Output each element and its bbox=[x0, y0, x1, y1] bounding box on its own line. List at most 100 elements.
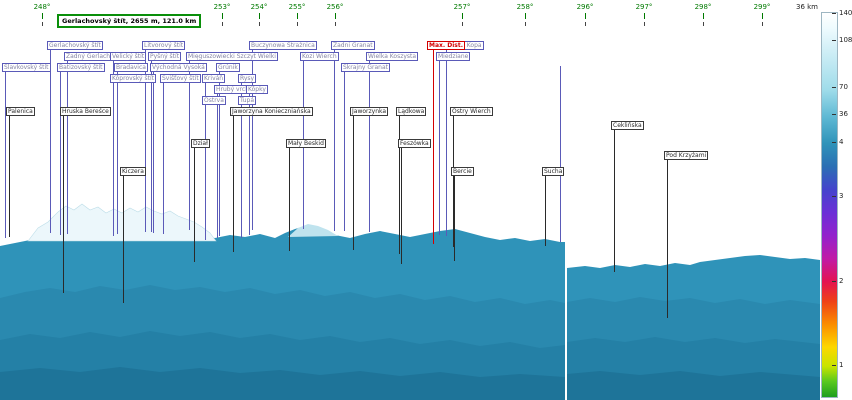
peak-label[interactable]: Lądkowa bbox=[396, 107, 427, 116]
peak-label[interactable]: Pyšný štít bbox=[148, 52, 182, 61]
peak-label[interactable]: Jaworzyna Konieczniańska bbox=[230, 107, 313, 116]
colorbar-tickmark bbox=[832, 87, 836, 88]
colorbar-tick-label: 2 bbox=[839, 277, 844, 285]
peak-label[interactable]: Kôprovský štít bbox=[110, 74, 157, 83]
bearing-label: 296° bbox=[576, 3, 594, 11]
peak-label[interactable]: Bercie bbox=[451, 167, 474, 176]
bearing-tick bbox=[222, 13, 223, 19]
colorbar-tick-label: 70 bbox=[839, 83, 848, 91]
peak-leader-line bbox=[401, 147, 402, 264]
bearing-tick-minor bbox=[644, 22, 645, 26]
peak-label[interactable]: Rysy bbox=[238, 74, 257, 83]
bearing-label: 298° bbox=[694, 3, 712, 11]
peak-label[interactable]: Sucha bbox=[542, 167, 565, 176]
peak-label[interactable]: Wielka Koszysta bbox=[366, 52, 419, 61]
peak-leader-line bbox=[145, 49, 146, 232]
peak-label[interactable]: Hruska Bereśce bbox=[60, 107, 111, 116]
bearing-tick-minor bbox=[297, 22, 298, 26]
peak-label[interactable]: Kozi Wierch bbox=[300, 52, 339, 61]
peak-label[interactable]: Velický štít bbox=[110, 52, 147, 61]
peak-label[interactable]: Dział bbox=[191, 139, 210, 148]
peak-label[interactable]: Pod Krzyżami bbox=[664, 151, 709, 160]
peak-leader-line bbox=[219, 71, 220, 236]
peak-label[interactable]: Miedziane bbox=[436, 52, 471, 61]
peak-leader-line bbox=[194, 147, 195, 262]
peak-leader-line bbox=[614, 129, 615, 272]
colorbar-tick-label: 1 bbox=[839, 361, 844, 369]
peak-label[interactable]: Buczynowa Strażnica bbox=[249, 41, 317, 50]
peak-leader-line bbox=[249, 93, 250, 235]
peak-label[interactable]: Max. Dist. bbox=[427, 41, 466, 50]
peak-leader-line bbox=[117, 71, 118, 234]
peak-leader-line bbox=[113, 82, 114, 236]
colorbar-tick-label: 3 bbox=[839, 192, 844, 200]
colorbar-tickmark bbox=[832, 365, 836, 366]
bearing-tick-minor bbox=[762, 22, 763, 26]
colorbar-tick-label: 36 bbox=[839, 110, 848, 118]
bearing-tick bbox=[42, 13, 43, 19]
peak-label[interactable]: Ostry Wierch bbox=[450, 107, 493, 116]
bearing-tick-minor bbox=[525, 22, 526, 26]
colorbar-tick-label: 108 bbox=[839, 36, 852, 44]
bearing-tick-minor bbox=[335, 22, 336, 26]
peak-label[interactable]: Slavkovský štít bbox=[2, 63, 51, 72]
peak-label[interactable]: Kiczera bbox=[120, 167, 146, 176]
peak-leader-line bbox=[439, 60, 440, 235]
colorbar-tickmark bbox=[832, 13, 836, 14]
peak-leader-line bbox=[433, 49, 434, 244]
colorbar-tickmark bbox=[832, 142, 836, 143]
bearing-label: 256° bbox=[326, 3, 344, 11]
peak-leader-line bbox=[545, 175, 546, 246]
peak-leader-line bbox=[163, 82, 164, 234]
bearing-tick-minor bbox=[259, 22, 260, 26]
peak-label[interactable]: Skrajny Granat bbox=[341, 63, 390, 72]
peak-label[interactable]: Mały Beskid bbox=[286, 139, 326, 148]
bearing-tick bbox=[585, 13, 586, 19]
peak-label[interactable]: Palenica bbox=[6, 107, 35, 116]
bearing-label: 257° bbox=[453, 3, 471, 11]
peak-label[interactable]: Litvorový štít bbox=[142, 41, 186, 50]
peak-label[interactable]: Feszówka bbox=[398, 139, 431, 148]
peak-label[interactable]: Východná Vysoká bbox=[150, 63, 207, 72]
bearing-label: 255° bbox=[288, 3, 306, 11]
bearing-tick bbox=[462, 13, 463, 19]
peak-label[interactable]: Gerlachovský štít bbox=[47, 41, 103, 50]
peak-leader-line bbox=[217, 93, 218, 238]
peak-leader-line bbox=[50, 49, 51, 233]
peak-leader-line bbox=[153, 71, 154, 233]
peak-label[interactable]: Cekliňska bbox=[611, 121, 644, 130]
peak-leader-line bbox=[151, 60, 152, 232]
bearing-tick-minor bbox=[585, 22, 586, 26]
peak-label[interactable]: Bradavica bbox=[114, 63, 148, 72]
peak-label[interactable]: Kriváň bbox=[202, 74, 226, 83]
peak-leader-line bbox=[5, 71, 6, 238]
peak-label[interactable]: Svišťový štít bbox=[160, 74, 201, 83]
colorbar-unit-label: 36 km bbox=[796, 3, 819, 11]
bearing-label: 248° bbox=[33, 3, 51, 11]
bearing-label: 253° bbox=[213, 3, 231, 11]
bearing-label: 297° bbox=[635, 3, 653, 11]
bearing-tick bbox=[335, 13, 336, 19]
bearing-tick bbox=[644, 13, 645, 19]
peak-leader-line bbox=[454, 175, 455, 261]
bearing-label: 299° bbox=[753, 3, 771, 11]
colorbar-tickmark bbox=[832, 196, 836, 197]
peak-leader-line bbox=[344, 71, 345, 231]
peak-leader-line bbox=[233, 115, 234, 252]
peak-label[interactable]: Kôpky bbox=[246, 85, 268, 94]
peak-label[interactable]: Jaworzynka bbox=[350, 107, 389, 116]
peak-label[interactable]: Grúnik bbox=[216, 63, 240, 72]
peak-label[interactable]: Zadný Gerlach bbox=[64, 52, 113, 61]
peak-leader-line bbox=[453, 115, 454, 247]
peak-leader-line bbox=[67, 60, 68, 234]
peak-leader-line bbox=[334, 49, 335, 231]
peak-label[interactable]: Ostrva bbox=[202, 96, 226, 105]
selected-peak-info-box[interactable]: Gerlachovský štít, 2655 m, 121.0 km bbox=[57, 14, 202, 28]
peak-label[interactable]: Batizovský štít bbox=[57, 63, 105, 72]
peak-label[interactable]: Mięguszowiecki Szczyt Wielki bbox=[186, 52, 278, 61]
colorbar-tick-label: 4 bbox=[839, 138, 844, 146]
peak-label[interactable]: Tupá bbox=[238, 96, 257, 105]
peak-label[interactable]: Zadni Granat bbox=[331, 41, 375, 50]
peak-leader-line bbox=[667, 159, 668, 318]
